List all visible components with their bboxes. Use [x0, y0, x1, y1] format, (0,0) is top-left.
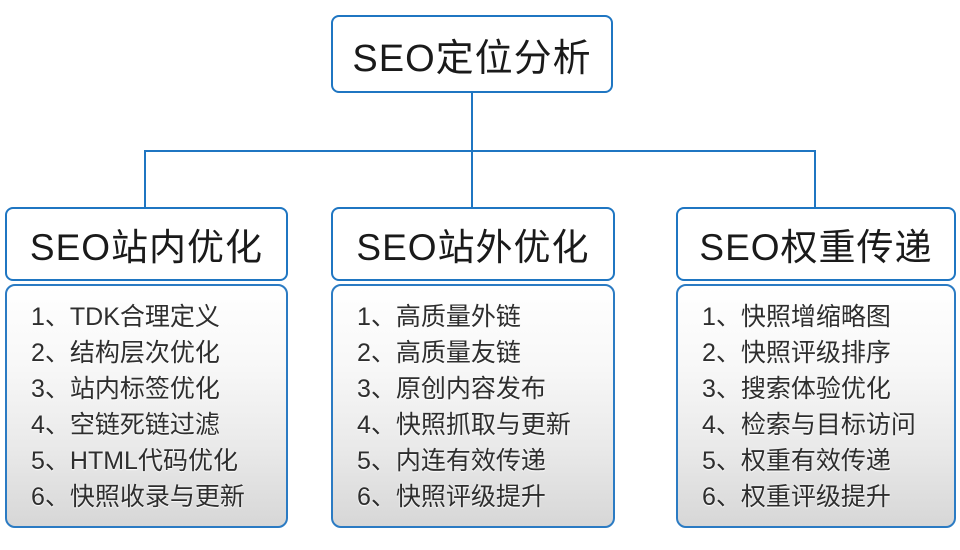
branch-header-weight: SEO权重传递	[676, 207, 956, 281]
branch-title: SEO站外优化	[356, 227, 590, 268]
branch-panel-onsite: 1、TDK合理定义 2、结构层次优化 3、站内标签优化 4、空链死链过滤 5、H…	[5, 284, 288, 528]
list-item: 5、内连有效传递	[357, 447, 546, 475]
list-item: 6、快照评级提升	[357, 483, 546, 511]
list-item: 2、快照评级排序	[702, 339, 891, 367]
list-item: 3、原创内容发布	[357, 375, 546, 403]
list-item: 4、空链死链过滤	[31, 411, 220, 439]
list-item: 3、搜索体验优化	[702, 375, 891, 403]
connector-middle-drop	[471, 150, 473, 207]
root-node-title: SEO定位分析	[352, 37, 592, 80]
root-node: SEO定位分析	[331, 15, 613, 93]
connector-right-drop	[814, 150, 816, 207]
list-item: 4、检索与目标访问	[702, 411, 916, 439]
branch-panel-offsite: 1、高质量外链 2、高质量友链 3、原创内容发布 4、快照抓取与更新 5、内连有…	[331, 284, 615, 528]
branch-title: SEO权重传递	[699, 227, 933, 268]
list-item: 2、高质量友链	[357, 339, 521, 367]
list-item: 4、快照抓取与更新	[357, 411, 571, 439]
connector-root-stem	[471, 93, 473, 151]
list-item: 1、快照增缩略图	[702, 303, 891, 331]
branch-header-onsite: SEO站内优化	[5, 207, 288, 281]
branch-panel-weight: 1、快照增缩略图 2、快照评级排序 3、搜索体验优化 4、检索与目标访问 5、权…	[676, 284, 956, 528]
list-item: 3、站内标签优化	[31, 375, 220, 403]
list-item: 2、结构层次优化	[31, 339, 220, 367]
list-item: 5、权重有效传递	[702, 447, 891, 475]
connector-horizontal-bar	[144, 150, 816, 152]
connector-left-drop	[144, 150, 146, 207]
list-item: 1、高质量外链	[357, 303, 521, 331]
branch-title: SEO站内优化	[29, 227, 264, 268]
list-item: 5、HTML代码优化	[31, 447, 238, 475]
branch-header-offsite: SEO站外优化	[331, 207, 615, 281]
list-item: 6、快照收录与更新	[31, 483, 245, 511]
list-item: 1、TDK合理定义	[31, 303, 220, 331]
list-item: 6、权重评级提升	[702, 483, 891, 511]
